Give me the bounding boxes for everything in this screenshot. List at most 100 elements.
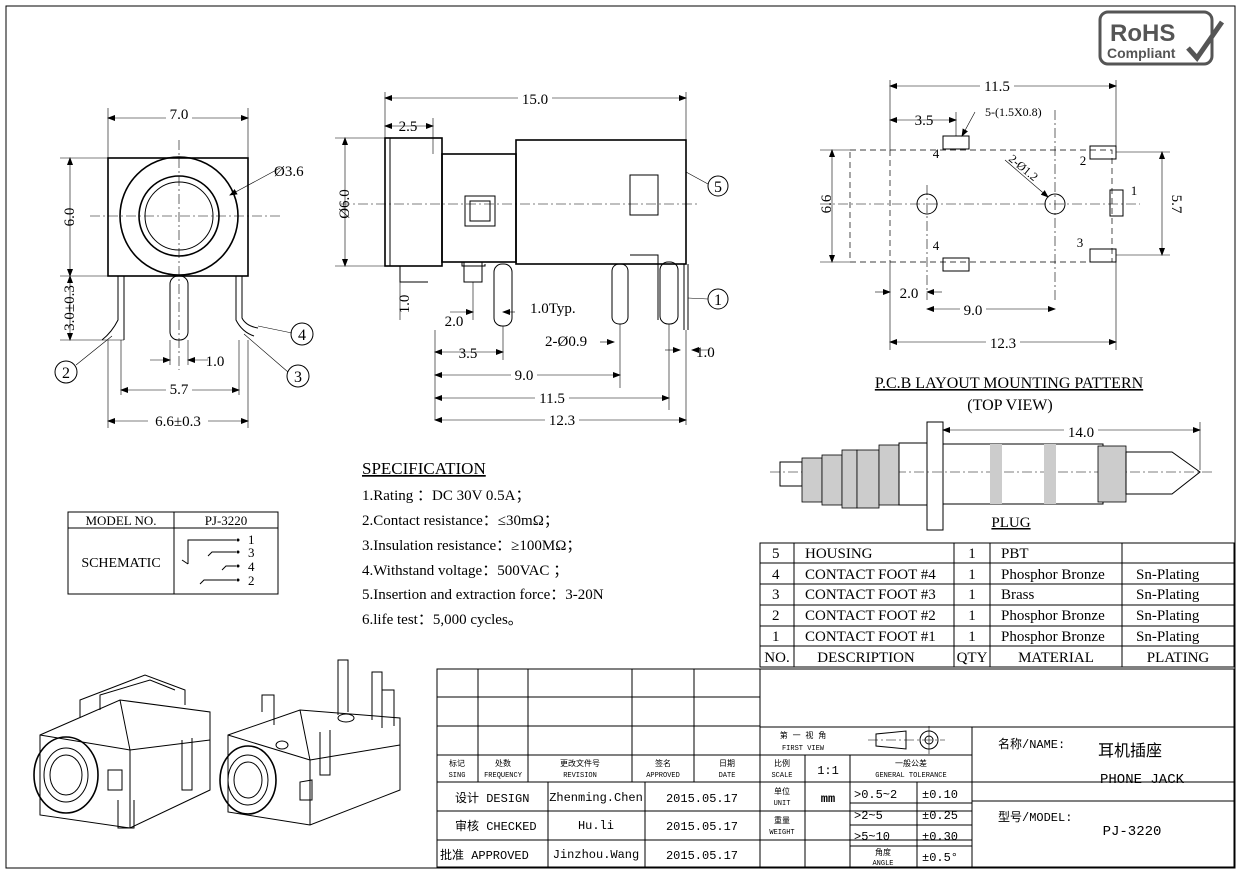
bom-row-1-qty: 1 bbox=[968, 629, 976, 645]
bom-row-1-material: Phosphor Bronze bbox=[1001, 629, 1105, 645]
pcb-pad-label-4b: 4 bbox=[933, 238, 940, 253]
front-dim-total: 6.6±0.3 bbox=[155, 414, 201, 430]
schematic-label: SCHEMATIC bbox=[81, 556, 160, 571]
schematic-pin-1: 1 bbox=[248, 532, 255, 547]
signoff-design-name: Zhenming.Chen bbox=[549, 791, 643, 805]
front-dim-diameter: Ø3.6 bbox=[274, 164, 304, 180]
model-no-label: MODEL NO. bbox=[85, 513, 156, 528]
bom-row-5-desc: HOUSING bbox=[805, 546, 873, 562]
bom-row-3-plating: Sn-Plating bbox=[1136, 587, 1200, 603]
pcb-dim-5-7: 5.7 bbox=[1168, 195, 1184, 214]
signoff-checked-date: 2015.05.17 bbox=[666, 820, 738, 834]
bom-header-description: DESCRIPTION bbox=[817, 650, 915, 666]
unit-value: mm bbox=[821, 792, 835, 806]
spec-item-6: 6.life test：5,000 cycles。 bbox=[362, 612, 523, 628]
rev-header-frequency-en: FREQUENCY bbox=[484, 772, 523, 780]
tol-range-3: >5~10 bbox=[854, 830, 890, 844]
schematic-pin-4: 4 bbox=[248, 559, 255, 574]
checkmark-icon bbox=[1186, 20, 1225, 63]
isometric-view-left bbox=[33, 674, 211, 829]
bom-row-3-material: Brass bbox=[1001, 587, 1034, 603]
title-block: 标记 SING 处数 FREQUENCY 更改文件号 REVISION 签名 A… bbox=[436, 668, 1235, 868]
pcb-dim-9-0: 9.0 bbox=[964, 303, 983, 319]
side-dim-pin-width: 1.0 bbox=[696, 345, 715, 361]
pcb-layout: 4 4 2 3 1 11.5 3.5 5-(1.5X0.8) 2-Ø1.2 6.… bbox=[819, 78, 1184, 414]
signoff-approved-role: 批准 APPROVED bbox=[440, 847, 529, 863]
plug-label: PLUG bbox=[991, 515, 1030, 531]
pcb-dim-3-5: 3.5 bbox=[915, 113, 934, 129]
spec-item-1: 1.Rating ：DC 30V 0.5A； bbox=[362, 488, 530, 504]
signoff-checked-role: 审核 CHECKED bbox=[455, 818, 537, 834]
tol-value-2: ±0.25 bbox=[922, 809, 958, 823]
weight-en: WEIGHT bbox=[769, 829, 794, 837]
side-dim-pin-diameter: 2-Ø0.9 bbox=[545, 334, 587, 350]
bom-row-3-qty: 1 bbox=[968, 587, 976, 603]
rev-header-sign-cn: 标记 bbox=[449, 758, 465, 769]
side-dim-front: 2.5 bbox=[399, 119, 418, 135]
rev-header-date-en: DATE bbox=[719, 772, 736, 780]
pcb-pad-label-3: 3 bbox=[1077, 235, 1084, 250]
bom-row-4-desc: CONTACT FOOT #4 bbox=[805, 567, 936, 583]
bom-row-5-material: PBT bbox=[1001, 546, 1029, 562]
rev-header-date-cn: 日期 bbox=[719, 759, 735, 769]
model-label: 型号/MODEL: bbox=[998, 810, 1072, 825]
side-dim-3-5: 3.5 bbox=[459, 346, 478, 362]
bom-header-material: MATERIAL bbox=[1018, 650, 1094, 666]
bom-row-1-desc: CONTACT FOOT #1 bbox=[805, 629, 936, 645]
weight-cn: 重量 bbox=[774, 815, 790, 826]
projection-cn: 第 一 视 角 bbox=[780, 730, 826, 741]
pcb-pad-label-4a: 4 bbox=[933, 146, 940, 161]
signoff-checked-name: Hu.li bbox=[578, 819, 614, 833]
side-dim-12-3: 12.3 bbox=[549, 413, 575, 429]
signoff-approved-name: Jinzhou.Wang bbox=[553, 848, 639, 862]
scale-cn: 比例 bbox=[774, 758, 790, 769]
signoff-design-role: 设计 DESIGN bbox=[455, 791, 529, 806]
bom-row-3-desc: CONTACT FOOT #3 bbox=[805, 587, 936, 603]
front-dim-pin-pitch: 1.0 bbox=[206, 354, 225, 370]
bom-row-2-desc: CONTACT FOOT #2 bbox=[805, 608, 936, 624]
rev-header-approved-cn: 签名 bbox=[655, 758, 671, 769]
bom-row-4-material: Phosphor Bronze bbox=[1001, 567, 1105, 583]
plug-drawing: 14.0 PLUG bbox=[770, 421, 1215, 531]
pcb-dim-12-3: 12.3 bbox=[990, 336, 1016, 352]
tol-range-2: >2~5 bbox=[854, 809, 883, 823]
unit-cn: 单位 bbox=[774, 786, 790, 797]
pcb-dim-2-0: 2.0 bbox=[900, 286, 919, 302]
rev-header-revision-en: REVISION bbox=[563, 772, 597, 780]
bom-header-plating: PLATING bbox=[1147, 650, 1210, 666]
front-callout-4: 4 bbox=[298, 327, 306, 344]
bom-row-3-no: 3 bbox=[772, 587, 780, 603]
first-angle-projection-icon bbox=[868, 726, 945, 754]
front-callout-3: 3 bbox=[294, 369, 302, 386]
side-dim-total-length: 15.0 bbox=[522, 92, 548, 108]
side-callout-1: 1 bbox=[714, 292, 722, 309]
tol-value-3: ±0.30 bbox=[922, 830, 958, 844]
spec-item-3: 3.Insulation resistance：≥100MΩ； bbox=[362, 538, 581, 554]
pcb-pad-note: 5-(1.5X0.8) bbox=[985, 105, 1042, 119]
angle-cn: 角度 bbox=[875, 847, 891, 858]
front-dim-height: 6.0 bbox=[62, 208, 78, 227]
name-label: 名称/NAME: bbox=[998, 736, 1065, 752]
model-value: PJ-3220 bbox=[1103, 824, 1162, 840]
rev-header-approved-en: APPROVED bbox=[646, 772, 680, 780]
side-dim-diameter: Ø6.0 bbox=[337, 189, 353, 219]
tol-value-1: ±0.10 bbox=[922, 788, 958, 802]
pcb-title: P.C.B LAYOUT MOUNTING PATTERN bbox=[875, 375, 1144, 392]
specification: SPECIFICATION 1.Rating ：DC 30V 0.5A； 2.C… bbox=[362, 459, 604, 628]
spec-title: SPECIFICATION bbox=[362, 459, 486, 478]
bom-row-2-plating: Sn-Plating bbox=[1136, 608, 1200, 624]
scale-en: SCALE bbox=[771, 772, 792, 780]
bom-row-1-plating: Sn-Plating bbox=[1136, 629, 1200, 645]
callout-2-circle bbox=[54, 360, 78, 384]
bom-row-4-no: 4 bbox=[772, 567, 780, 583]
signoff-design-date: 2015.05.17 bbox=[666, 792, 738, 806]
pcb-hole-note: 2-Ø1.2 bbox=[1006, 152, 1041, 184]
bom-table: 5 HOUSING 1 PBT 4 CONTACT FOOT #4 1 Phos… bbox=[759, 542, 1235, 668]
model-no-value: PJ-3220 bbox=[205, 513, 248, 528]
name-en: PHONE JACK bbox=[1100, 772, 1185, 788]
rev-header-sign-en: SING bbox=[449, 772, 466, 780]
unit-en: UNIT bbox=[774, 800, 791, 808]
plug-dim-length: 14.0 bbox=[1068, 425, 1094, 441]
side-callout-5: 5 bbox=[714, 179, 722, 196]
front-callout-2: 2 bbox=[62, 365, 70, 382]
